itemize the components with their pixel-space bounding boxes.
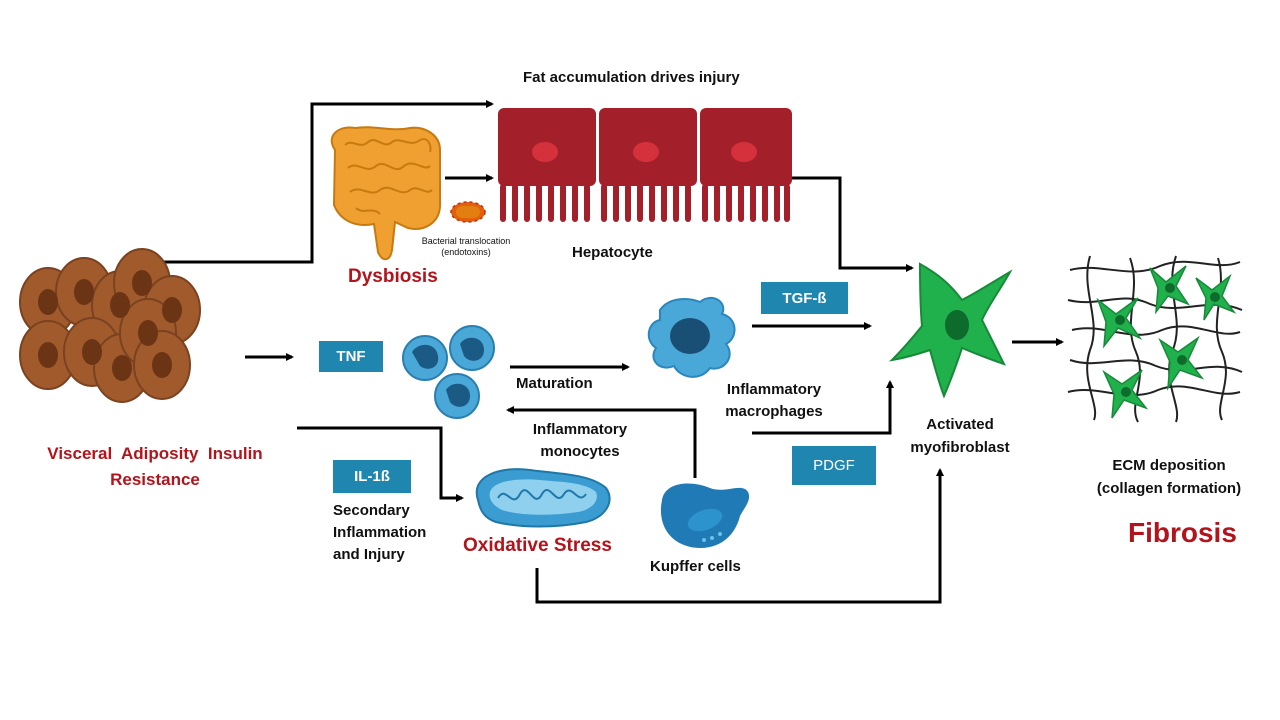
visceral-adiposity-line1: Visceral Adiposity Insulin <box>47 444 263 463</box>
arrow-adipose-to-hepatocyte <box>157 100 494 264</box>
secondary-line2: Inflammation <box>333 524 427 541</box>
arrow-hepatocyte-to-myofibroblast <box>792 176 914 272</box>
macrophage-icon <box>647 296 736 378</box>
ecm-network-icon <box>1067 255 1243 423</box>
maturation-label: Maturation <box>516 375 593 392</box>
adipocyte-cluster-icon <box>19 248 201 403</box>
secondary-line1: Secondary <box>333 502 410 519</box>
secondary-line3: and Injury <box>333 546 405 563</box>
kupffer-cells-label: Kupffer cells <box>650 558 741 575</box>
pdgf-box: PDGF <box>792 446 876 485</box>
activated-line2: myofibroblast <box>910 439 1010 456</box>
arrow-oxidative-to-myofibroblast <box>535 468 944 604</box>
inflammatory-macrophages-line1: Inflammatory <box>726 381 822 398</box>
arrow-macrophage-to-myofibroblast <box>752 380 894 435</box>
bacterial-translocation-line1: Bacterial translocation <box>421 236 511 246</box>
secondary-inflammation-label: Secondary Inflammation and Injury <box>333 500 426 566</box>
ecm-deposition-label: ECM deposition (collagen formation) <box>1084 454 1254 500</box>
bacterial-translocation-label: Bacterial translocation (endotoxins) <box>416 236 516 258</box>
fat-accumulation-label: Fat accumulation drives injury <box>523 69 740 86</box>
ecm-line1: ECM deposition <box>1112 457 1226 474</box>
activated-myofibroblast-label: Activated myofibroblast <box>890 413 1030 459</box>
dysbiosis-label: Dysbiosis <box>348 266 438 287</box>
bacterial-translocation-line2: (endotoxins) <box>441 247 491 257</box>
hepatocyte-label: Hepatocyte <box>572 244 653 261</box>
ecm-line2: (collagen formation) <box>1096 480 1242 497</box>
inflammatory-macrophages-line2: macrophages <box>725 403 823 420</box>
monocytes-icon <box>402 325 495 419</box>
hepatocytes-icon <box>498 108 792 222</box>
fibrosis-label: Fibrosis <box>1128 517 1237 548</box>
myofibroblast-icon <box>889 262 1013 399</box>
mitochondrion-icon <box>475 468 611 528</box>
oxidative-stress-label: Oxidative Stress <box>463 535 612 556</box>
arrow-kupffer-to-monocytes <box>506 406 697 478</box>
inflammatory-monocytes-line1: Inflammatory <box>532 421 628 438</box>
kupffer-cell-icon <box>660 483 750 548</box>
visceral-adiposity-line2: Resistance <box>110 470 200 489</box>
bacterium-icon <box>450 201 486 223</box>
tnf-box: TNF <box>319 341 383 372</box>
arrow-adipose-to-oxidative <box>297 426 464 502</box>
inflammatory-monocytes-label: Inflammatory monocytes <box>510 419 650 463</box>
activated-line1: Activated <box>926 416 994 433</box>
inflammatory-monocytes-line2: monocytes <box>540 443 620 460</box>
intestine-icon <box>330 126 441 261</box>
connectors <box>157 100 1064 604</box>
visceral-adiposity-label: Visceral Adiposity Insulin Resistance <box>30 441 280 493</box>
inflammatory-macrophages-label: Inflammatory macrophages <box>704 379 844 423</box>
il1b-box: IL-1ß <box>333 460 411 493</box>
tgfb-box: TGF-ß <box>761 282 848 314</box>
